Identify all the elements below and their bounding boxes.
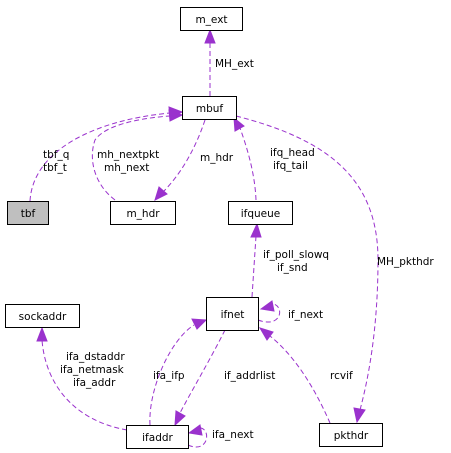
node-m-hdr[interactable]: m_hdr: [110, 201, 176, 225]
edge-mbuf-mh-ext: [204, 28, 216, 96]
label-tbf-q: tbf_q: [43, 149, 69, 161]
edge-ifnet-ifaddr: [174, 329, 226, 427]
node-ifaddr[interactable]: ifaddr: [126, 425, 189, 449]
node-m-ext-label: m_ext: [195, 14, 227, 26]
edge-pkthdr-ifnet: [258, 327, 331, 424]
edge-mhdr-mbuf: [91, 109, 184, 201]
edge-ifaddr-ifnet: [149, 318, 208, 426]
node-m-ext[interactable]: m_ext: [180, 7, 243, 31]
label-if-next: if_next: [288, 309, 323, 321]
node-mbuf-label: mbuf: [196, 103, 224, 115]
edge-mbuf-pkthdr: [235, 115, 379, 424]
label-ifa-ifp: ifa_ifp: [153, 370, 185, 382]
edge-ifaddr-self: [187, 424, 208, 448]
label-ifa-netmask: ifa_netmask: [60, 364, 125, 376]
label-ifq-head: ifq_head: [270, 147, 315, 159]
node-pkthdr[interactable]: pkthdr: [319, 423, 383, 447]
label-mh-next: mh_next: [104, 162, 149, 174]
node-m-hdr-label: m_hdr: [126, 208, 160, 220]
node-ifaddr-label: ifaddr: [142, 432, 173, 444]
node-ifqueue[interactable]: ifqueue: [228, 201, 293, 225]
label-ifq-tail: ifq_tail: [273, 160, 308, 172]
label-mh-nextpkt: mh_nextpkt: [97, 149, 159, 161]
node-mbuf[interactable]: mbuf: [182, 96, 237, 120]
node-sockaddr-label: sockaddr: [19, 311, 67, 323]
node-tbf-label: tbf: [21, 208, 36, 220]
edge-mbuf-mhdr: [154, 119, 206, 201]
edge-ifnet-ifqueue: [250, 222, 262, 298]
label-tbf-t: tbf_t: [43, 162, 67, 174]
node-pkthdr-label: pkthdr: [334, 430, 369, 442]
label-m-hdr: m_hdr: [200, 152, 234, 164]
label-if-snd: if_snd: [277, 262, 308, 274]
label-ifa-next: ifa_next: [212, 429, 254, 441]
label-mh-ext: MH_ext: [215, 58, 254, 70]
node-sockaddr[interactable]: sockaddr: [5, 304, 80, 328]
label-ifa-dstaddr: ifa_dstaddr: [66, 351, 125, 363]
label-if-poll-slowq: if_poll_slowq: [263, 249, 329, 261]
edge-ifnet-self: [257, 300, 281, 323]
node-ifnet[interactable]: ifnet: [206, 297, 259, 331]
edge-ifaddr-sockaddr: [36, 326, 128, 431]
label-ifa-addr: ifa_addr: [73, 377, 116, 389]
label-if-addrlist: if_addrlist: [224, 370, 275, 382]
node-ifqueue-label: ifqueue: [241, 208, 281, 220]
label-rcvif: rcvif: [330, 370, 353, 382]
node-ifnet-label: ifnet: [221, 309, 245, 321]
label-mh-pkthdr: MH_pkthdr: [377, 256, 434, 268]
edge-ifqueue-mbuf: [233, 116, 257, 201]
node-tbf[interactable]: tbf: [7, 201, 49, 225]
